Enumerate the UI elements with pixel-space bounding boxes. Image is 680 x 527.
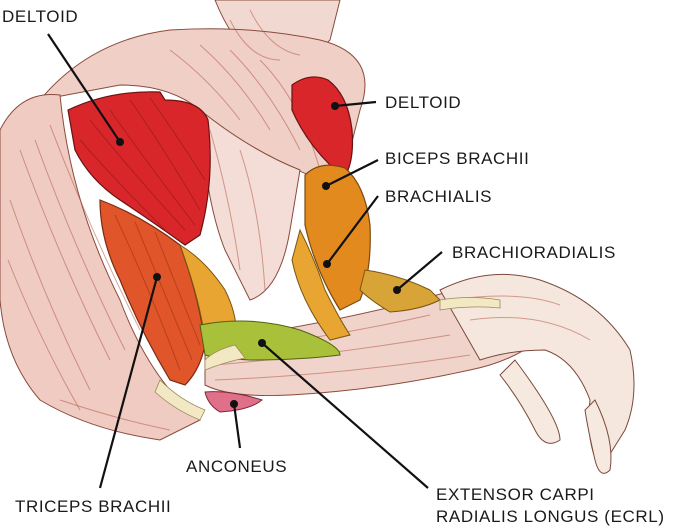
label-deltoid-right: DELTOID <box>385 93 461 112</box>
dot-triceps <box>153 273 161 281</box>
labels: DELTOID DELTOID BICEPS BRACHII BRACHIALI… <box>0 2 665 526</box>
label-triceps: TRICEPS BRACHII <box>15 497 171 516</box>
leader-biceps <box>325 159 379 187</box>
dot-brachioradialis <box>393 286 401 294</box>
label-ecrl-line1: EXTENSOR CARPI <box>436 485 595 504</box>
fiber-hatching <box>7 9 591 431</box>
leader-deltoid-right <box>334 100 377 108</box>
deltoid-right-muscle <box>291 76 354 171</box>
label-biceps: BICEPS BRACHII <box>385 149 529 168</box>
label-deltoid-left: DELTOID <box>2 7 78 26</box>
biceps-muscle <box>304 164 371 311</box>
dot-ecrl <box>258 339 266 347</box>
dot-biceps <box>322 182 330 190</box>
leader-ecrl <box>261 342 429 489</box>
brachialis-muscle <box>291 228 351 341</box>
leader-lines <box>47 33 443 489</box>
dot-deltoid-left <box>116 138 124 146</box>
label-anconeus: ANCONEUS <box>186 457 287 476</box>
label-brachioradialis: BRACHIORADIALIS <box>452 243 616 262</box>
triceps-fibers <box>114 214 201 371</box>
deltoid-left-muscle <box>67 91 211 246</box>
dot-deltoid-right <box>331 102 339 110</box>
leader-deltoid-left <box>47 33 121 143</box>
dot-brachialis <box>323 260 331 268</box>
label-ecrl-line2: RADIALIS LONGUS (ECRL) <box>436 507 665 526</box>
dot-anconeus <box>230 400 238 408</box>
label-brachialis: BRACHIALIS <box>385 187 492 206</box>
tendons <box>154 297 501 421</box>
leader-anconeus <box>232 403 242 449</box>
leader-triceps <box>98 276 159 489</box>
leader-brachialis <box>326 195 379 265</box>
deltoid-left-fibers <box>79 97 206 231</box>
leader-brachioradialis <box>396 251 443 291</box>
